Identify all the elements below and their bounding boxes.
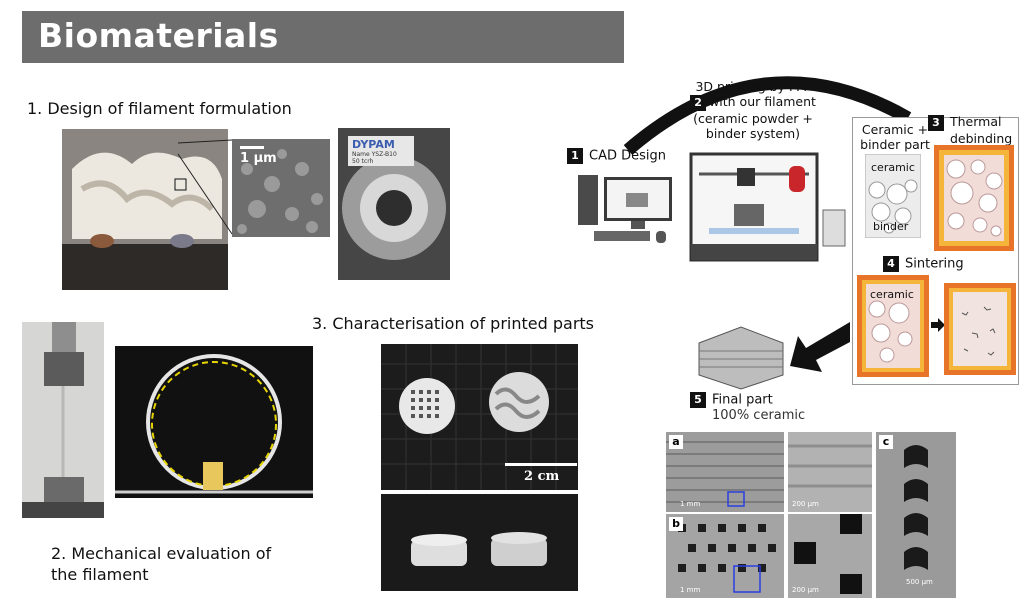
step1-number: 1	[567, 148, 583, 164]
section-design-heading: 1. Design of filament formulation	[27, 99, 292, 118]
step5-line2: 100% ceramic	[712, 408, 806, 423]
title-bar	[22, 11, 624, 63]
spool-sub2: 50 tcrh	[352, 158, 374, 165]
sem-panel-b-left: b 1 mm	[666, 514, 784, 598]
computer-icon	[578, 175, 672, 243]
step4-number: 4	[883, 256, 899, 272]
step2-line4: binder system)	[705, 125, 801, 141]
sintering-before-graphic	[857, 275, 929, 377]
sem-c-scale: 500 µm	[906, 578, 933, 586]
sem-micrograph: 1 µm	[232, 139, 330, 237]
sem-letter-b: b	[669, 517, 683, 531]
step5-label: 5 Final part 100% ceramic	[690, 392, 805, 423]
sem-a-left-texture	[666, 441, 784, 507]
spool-graphic	[338, 128, 450, 280]
part-label-line2: binder part	[860, 137, 930, 152]
sem-a-right-texture	[788, 444, 872, 488]
final-part-graphic	[698, 326, 784, 390]
printed-parts-photo-top: 2 cm	[381, 344, 578, 490]
step1-text: CAD Design	[589, 148, 666, 164]
sem-panel-a-left: a 1 mm	[666, 432, 784, 512]
step2-line1: 3D printing by FFF	[695, 79, 811, 94]
3d-printer-icon	[689, 152, 846, 262]
filament-spool-photo: DYPAM Name YSZ-B10 50 tcrh	[338, 128, 450, 280]
step2-number: 2	[690, 94, 707, 111]
step4-label: 4 Sintering	[883, 256, 964, 272]
sem-texture	[232, 139, 330, 237]
printed-parts-photo-bottom	[381, 494, 578, 591]
sem-c-texture	[904, 445, 928, 570]
sem-b-left-texture	[678, 524, 776, 593]
green-part-graphic	[865, 154, 921, 238]
final-part-arrow	[790, 322, 850, 372]
sem-b-right-texture	[794, 514, 862, 594]
spool-brand: DYPAM	[352, 138, 395, 151]
page-title: Biomaterials	[38, 16, 279, 55]
sem-letter-c: c	[879, 435, 893, 449]
debinding-graphic	[934, 145, 1014, 251]
part-label-line1: Ceramic +	[861, 122, 929, 137]
extruder-photo	[62, 129, 228, 290]
sinter-ceramic-word: ceramic	[870, 288, 914, 301]
step3-number: 3	[928, 114, 944, 131]
step5-line1: Final part	[712, 392, 773, 408]
tensile-tester-photo	[22, 322, 104, 518]
sem-panel-b-right: 200 µm	[788, 514, 872, 598]
section-characterisation-heading: 3. Characterisation of printed parts	[312, 314, 594, 333]
zoom-lines	[177, 139, 233, 235]
printed-scale-label: 2 cm	[524, 469, 560, 484]
sem-b-right-scale: 200 µm	[792, 586, 819, 594]
sintering-after-graphic	[944, 283, 1016, 375]
step2-line2: with our filament	[709, 94, 816, 109]
step3-line2: debinding	[950, 130, 1013, 146]
sem-panel-c: c 500 µm	[876, 432, 956, 598]
sinter-arrow-icon	[931, 318, 945, 332]
sem-b-scale: 1 mm	[680, 586, 701, 594]
sem-scale-label: 1 µm	[240, 151, 277, 166]
step2-line3: (ceramic powder +	[693, 110, 813, 126]
step1-label: 1 CAD Design	[567, 148, 666, 164]
step4-text: Sintering	[905, 256, 964, 272]
step5-number: 5	[690, 392, 706, 408]
filament-loop-photo	[115, 346, 313, 498]
green-binder-word: binder	[873, 220, 909, 233]
sem-a-scale: 1 mm	[680, 500, 701, 508]
sem-panel-a-right: 200 µm	[788, 432, 872, 512]
green-ceramic-word: ceramic	[871, 161, 915, 174]
spool-sub1: Name YSZ-B10	[352, 151, 397, 158]
step3-label: 3 Thermal debinding	[928, 114, 1018, 146]
step3-line1: Thermal	[950, 114, 1002, 129]
sem-letter-a: a	[669, 435, 683, 449]
sem-a-right-scale: 200 µm	[792, 500, 819, 508]
section-mechanical-heading-2: the filament	[51, 565, 149, 584]
section-mechanical-heading-1: 2. Mechanical evaluation of	[51, 544, 272, 563]
part-label: Ceramic + binder part	[857, 122, 933, 152]
process-curved-arrow	[623, 76, 912, 155]
printed-parts-top-graphic	[381, 344, 578, 490]
